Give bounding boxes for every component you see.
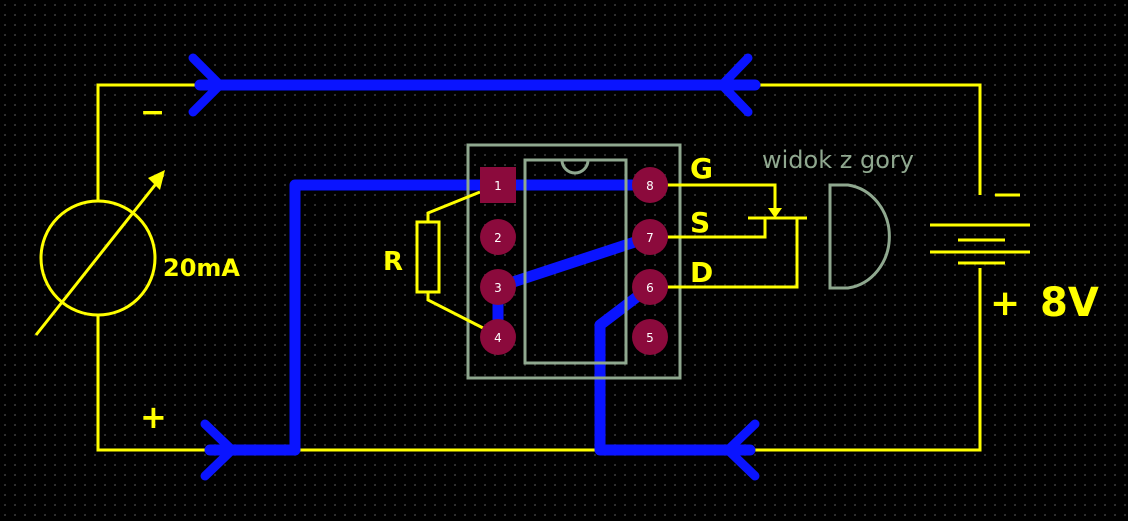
resistor-label: R — [383, 247, 403, 277]
arrow-top-left — [188, 53, 225, 117]
blue-traces — [194, 79, 761, 456]
wire-bottom-loop — [96, 268, 982, 452]
transistor-package-outline — [828, 183, 891, 290]
battery-voltage-label: 8V — [1040, 280, 1099, 326]
pad-1 — [480, 167, 516, 203]
ammeter-plus-sign: + — [140, 398, 167, 436]
trace-left — [204, 179, 656, 456]
ic-notch — [560, 159, 590, 175]
pin-number-2: 2 — [494, 231, 502, 245]
pin-number-7: 7 — [646, 231, 654, 245]
pin-number-4: 4 — [494, 331, 502, 345]
gate-label: G — [690, 152, 713, 185]
pin-number-8: 8 — [646, 179, 654, 193]
ic-pads — [480, 167, 668, 355]
pad-5 — [632, 319, 668, 355]
ic-outer-body — [466, 143, 682, 380]
pad-8 — [632, 167, 668, 203]
top-view-label: widok z gory — [762, 146, 914, 174]
ammeter-circle — [39, 199, 157, 317]
arrow-top-right — [717, 53, 753, 117]
pin-number-6: 6 — [646, 281, 654, 295]
resistor-lead-bottom — [426, 292, 488, 332]
drain-label: D — [690, 256, 713, 289]
pad-6 — [632, 269, 668, 305]
current-arrows — [188, 53, 760, 481]
pad-4 — [480, 319, 516, 355]
trace-right — [594, 281, 756, 456]
ammeter-label: 20mA — [163, 254, 240, 282]
wire-drain — [662, 218, 799, 289]
resistor-lead-top — [426, 190, 481, 222]
battery-plus-sign: + — [990, 283, 1020, 324]
ammeter-minus-sign: − — [140, 95, 165, 130]
arrow-bottom-left — [200, 419, 237, 481]
pin-number-1: 1 — [494, 179, 502, 193]
pad-2 — [480, 219, 516, 255]
ammeter-needle — [34, 174, 165, 336]
battery — [930, 193, 1030, 265]
wire-source — [662, 218, 767, 239]
source-label: S — [690, 206, 710, 239]
resistor — [415, 190, 488, 332]
arrow-bottom-right — [723, 419, 760, 481]
pin-numbers: 1 2 3 4 5 6 7 8 — [494, 179, 654, 345]
ammeter-arrow-head — [148, 170, 165, 190]
pin-number-5: 5 — [646, 331, 654, 345]
pad-7 — [632, 219, 668, 255]
ic-inner-body — [523, 158, 628, 365]
resistor-body — [415, 220, 441, 294]
wire-gate — [662, 183, 777, 210]
transistor-wires — [662, 183, 807, 289]
pin-number-3: 3 — [494, 281, 502, 295]
gate-arrow-head — [768, 208, 782, 218]
pad-3 — [480, 269, 516, 305]
ammeter: 20mA − + — [34, 95, 240, 436]
ic-outline — [466, 143, 682, 380]
